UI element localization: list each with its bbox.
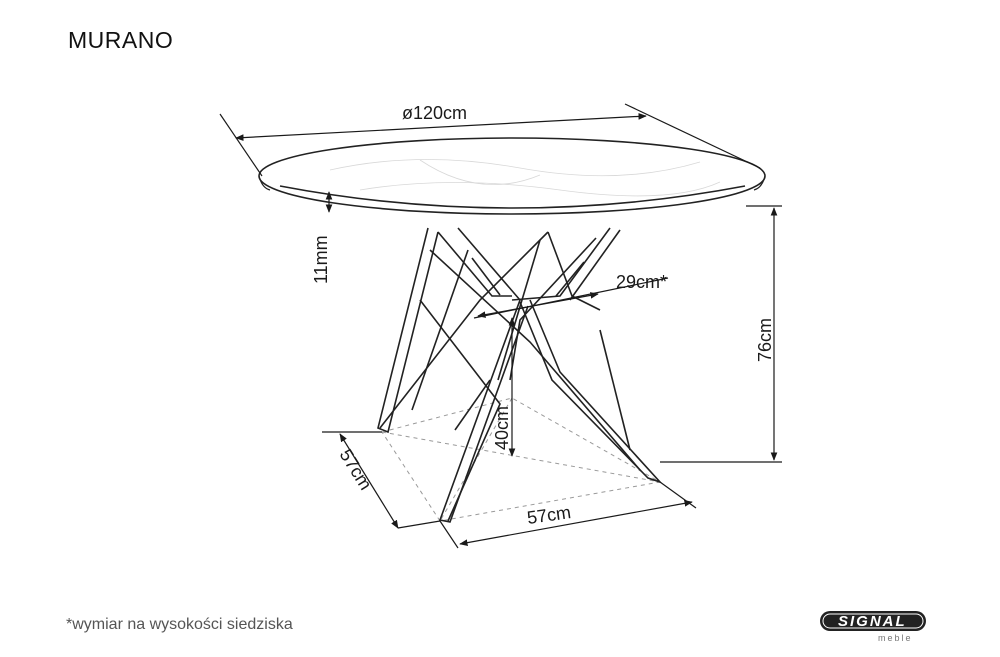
thickness-label: 11mm: [311, 235, 331, 284]
inner-height-label: 40cm: [492, 406, 512, 450]
base-depth-label: 57cm: [336, 446, 376, 494]
inner-width-label: 29cm*: [616, 272, 667, 292]
base-footprint: [381, 397, 662, 522]
diameter-label: ø120cm: [402, 103, 467, 123]
logo-sub: meble: [878, 633, 913, 643]
product-title: MURANO: [68, 27, 174, 53]
signal-logo: SIGNAL meble: [820, 611, 926, 643]
table-top: [258, 137, 766, 215]
logo-name: SIGNAL: [838, 613, 907, 630]
height-label: 76cm: [755, 318, 775, 362]
dimension-lines: [219, 103, 782, 549]
base-width-label: 57cm: [526, 502, 572, 528]
footnote: *wymiar na wysokości siedziska: [66, 616, 293, 633]
